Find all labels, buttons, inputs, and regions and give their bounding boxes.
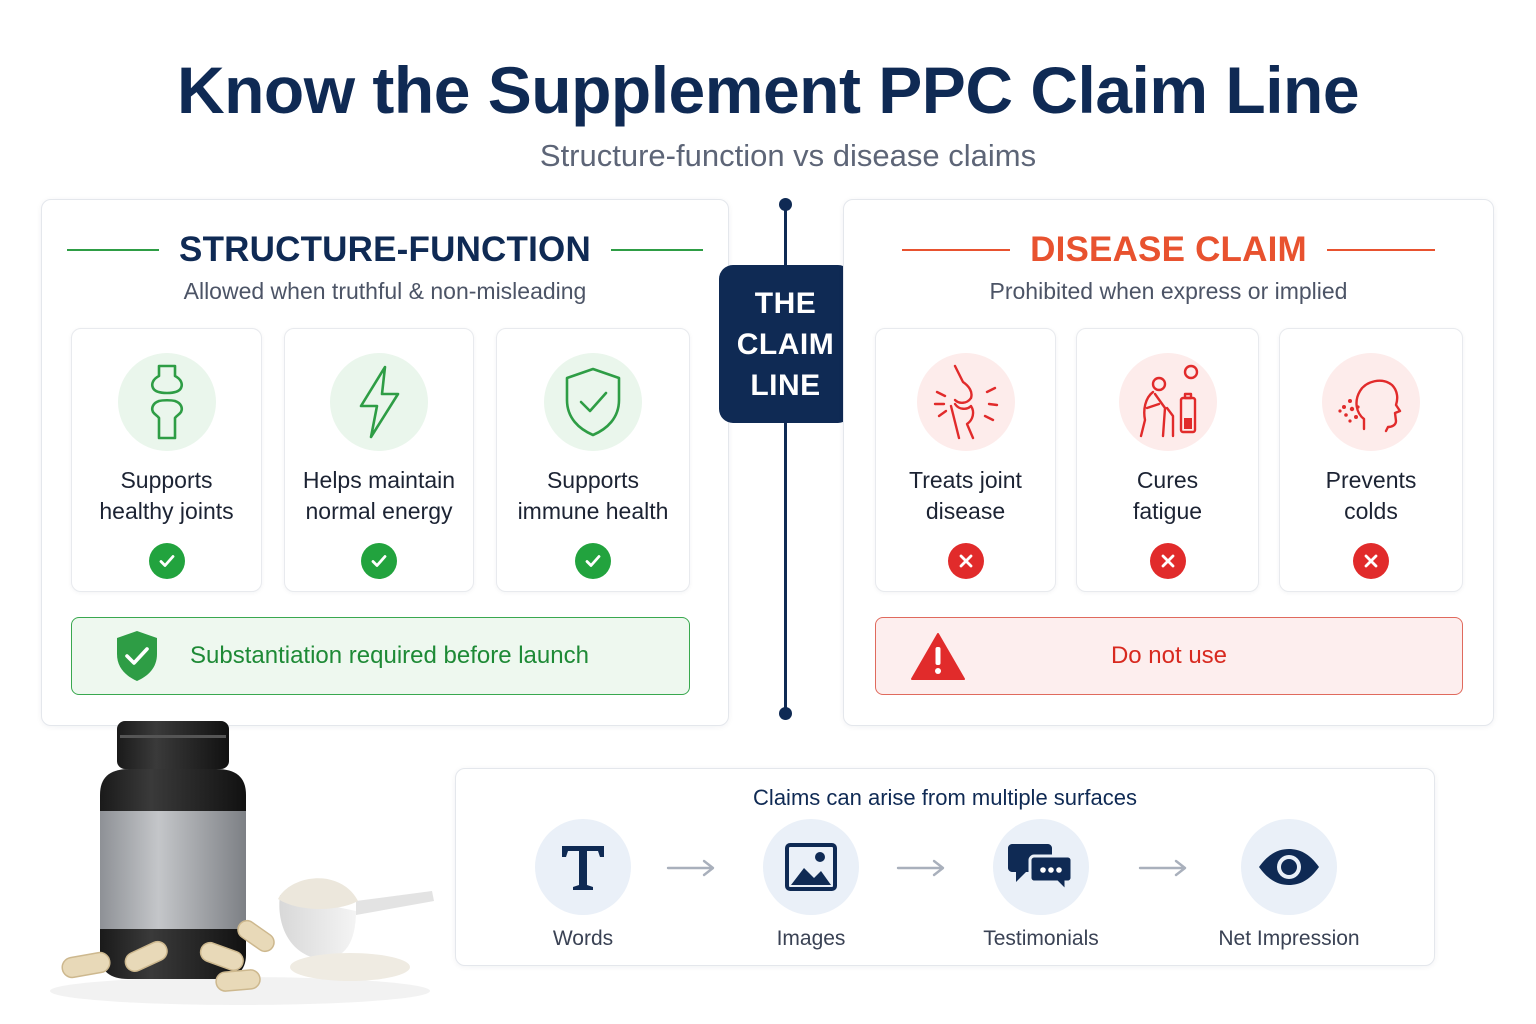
structure-function-description: Allowed when truthful & non-misleading <box>183 278 587 304</box>
substantiation-text: Substantiation required before launch <box>190 642 589 669</box>
x-icon <box>947 543 984 579</box>
surface-images: Images <box>726 819 896 951</box>
page-subtitle: Structure-function vs disease claims <box>539 138 1037 173</box>
sneeze-icon <box>1322 353 1420 451</box>
supplement-product-image <box>40 715 440 1015</box>
surface-label: Words <box>552 927 614 950</box>
surfaces-heading: Claims can arise from multiple surfaces <box>753 785 1137 810</box>
check-icon <box>575 543 611 579</box>
header-rule-right <box>610 249 703 251</box>
claim-line-top-dot <box>779 198 792 211</box>
header-rule-left <box>902 249 1011 251</box>
structure-function-panel: STRUCTURE-FUNCTION Allowed when truthful… <box>41 199 729 726</box>
claim-card-joint-disease: Treats joint disease <box>875 328 1056 592</box>
surface-label: Images <box>776 927 846 950</box>
painful-joint-icon <box>916 353 1015 451</box>
claim-card-colds: Prevents colds <box>1279 328 1463 592</box>
substantiation-banner: Substantiation required before launch <box>71 617 690 695</box>
lightning-icon <box>330 353 428 451</box>
tired-person-icon <box>1118 353 1217 451</box>
structure-function-heading: STRUCTURE-FUNCTION <box>179 230 591 269</box>
header-rule-right <box>1326 249 1435 251</box>
claim-card-text: Supports immune health <box>517 467 669 524</box>
x-icon <box>1353 543 1389 579</box>
disease-claim-panel: DISEASE CLAIM Prohibited when express or… <box>843 199 1494 726</box>
image-icon <box>763 819 859 915</box>
x-icon <box>1149 543 1186 579</box>
claim-card-text: Helps maintain normal energy <box>302 467 456 524</box>
arrow-right-icon <box>896 859 948 882</box>
disease-claim-heading: DISEASE CLAIM <box>1030 230 1307 269</box>
claim-card-normal-energy: Helps maintain normal energy <box>284 328 474 592</box>
check-icon <box>148 543 185 579</box>
surface-label: Testimonials <box>983 927 1099 950</box>
claim-card-immune-health: Supports immune health <box>496 328 690 592</box>
check-icon <box>361 543 397 579</box>
header-rule-left <box>67 249 160 251</box>
claim-card-text: Treats joint disease <box>909 467 1022 524</box>
claim-card-text: Prevents colds <box>1325 467 1417 524</box>
joint-icon <box>117 353 216 451</box>
claim-line-bottom-dot <box>779 707 792 720</box>
arrow-right-icon <box>666 859 718 882</box>
claim-card-text: Supports healthy joints <box>99 467 234 524</box>
arrow-right-icon <box>1138 859 1190 882</box>
do-not-use-banner: Do not use <box>875 617 1463 695</box>
surface-testimonials: Testimonials <box>956 819 1126 951</box>
shield-check-icon <box>114 629 160 683</box>
page-title: Know the Supplement PPC Claim Line <box>176 53 1360 127</box>
claim-card-fatigue: Cures fatigue <box>1076 328 1259 592</box>
claim-surfaces-panel: Claims can arise from multiple surfaces … <box>455 768 1435 966</box>
shield-check-icon <box>544 353 642 451</box>
chat-icon <box>993 819 1089 915</box>
surface-words: Words <box>498 819 668 951</box>
warning-icon <box>910 632 966 682</box>
structure-function-header: STRUCTURE-FUNCTION <box>42 230 728 270</box>
claim-line-badge: THE CLAIM LINE <box>719 265 852 423</box>
do-not-use-text: Do not use <box>1110 642 1228 669</box>
text-icon <box>535 819 631 915</box>
surface-net-impression: Net Impression <box>1204 819 1374 951</box>
surface-label: Net Impression <box>1218 927 1360 950</box>
disease-claim-description: Prohibited when express or implied <box>989 278 1348 304</box>
claim-line-divider <box>784 204 787 714</box>
eye-icon <box>1241 819 1337 915</box>
claim-card-text: Cures fatigue <box>1132 467 1203 524</box>
disease-claim-header: DISEASE CLAIM <box>844 230 1493 270</box>
claim-card-healthy-joints: Supports healthy joints <box>71 328 262 592</box>
